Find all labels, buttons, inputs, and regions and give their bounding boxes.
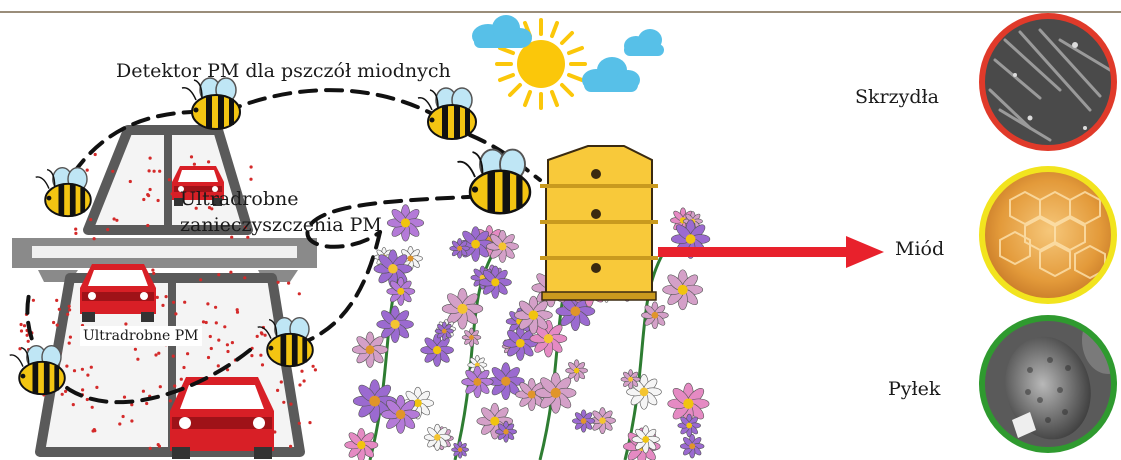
road-pm-label: Ultradrobne PM — [80, 326, 202, 346]
flower-icon — [680, 434, 704, 458]
hive-icon — [540, 146, 658, 300]
bee-icon — [182, 78, 240, 129]
diagram-title: Detektor PM dla pszczół miodnych — [116, 60, 451, 82]
flower-icon — [424, 424, 450, 450]
cloud-icon — [624, 29, 664, 56]
sample-label-wings: Skrzydła — [855, 86, 939, 108]
flower-icon — [352, 332, 387, 367]
flower-icon — [572, 410, 595, 433]
sample-pollen — [980, 306, 1121, 456]
flower-icon — [621, 370, 640, 389]
flower-icon — [462, 328, 481, 347]
flower-icon — [641, 302, 668, 329]
flower-icon — [479, 266, 511, 298]
sample-honey — [980, 168, 1120, 308]
cloud-icon — [472, 15, 532, 48]
flower-field — [345, 205, 710, 460]
flower-icon — [514, 296, 552, 334]
flower-icon — [632, 426, 659, 453]
cloud-icon — [582, 57, 640, 92]
car-icon — [80, 264, 156, 322]
bee-icon — [10, 346, 65, 394]
ultrafine-pm-label: Ultradrobne zanieczyszczenia PM — [180, 186, 410, 238]
flower-icon — [678, 414, 701, 437]
flower-icon — [450, 238, 470, 258]
flower-icon — [421, 334, 454, 367]
flower-icon — [387, 277, 415, 305]
flower-icon — [663, 270, 703, 310]
flower-icon — [435, 322, 454, 341]
bee-icon — [458, 150, 531, 214]
sample-label-honey: Miód — [895, 238, 944, 260]
flower-icon — [462, 366, 494, 398]
sample-label-pollen: Pyłek — [888, 378, 940, 400]
bee-icon — [36, 168, 91, 216]
flower-icon — [452, 441, 469, 458]
flower-icon — [345, 428, 378, 460]
flower-icon — [535, 373, 576, 414]
flower-icon — [495, 421, 516, 442]
bee-icon — [418, 88, 476, 139]
car-icon — [170, 377, 274, 459]
flower-icon — [486, 230, 518, 262]
sample-wings — [980, 14, 1120, 154]
flower-icon — [382, 395, 420, 433]
